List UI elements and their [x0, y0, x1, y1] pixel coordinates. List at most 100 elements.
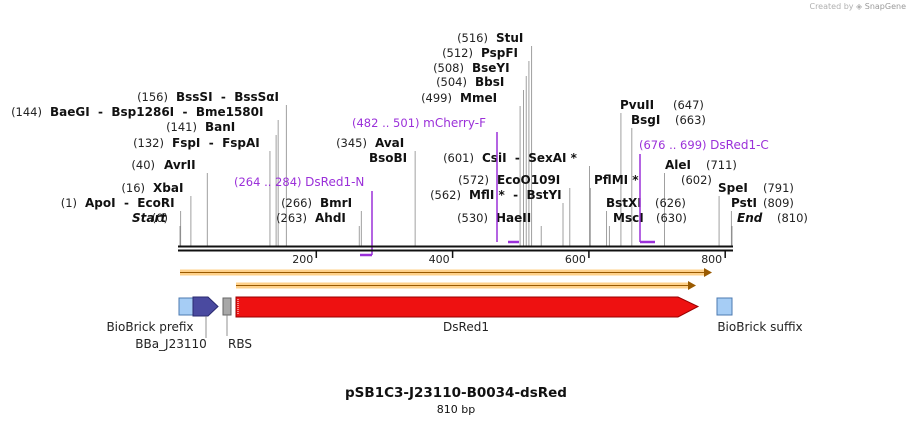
site-start[interactable]: (0)Start — [132, 211, 168, 225]
site-name: EcoO109I — [497, 173, 560, 187]
site-name: PstI — [731, 196, 757, 210]
site-name: BmrI — [320, 196, 352, 210]
site-pflmi[interactable]: (602) PflMI * — [594, 173, 712, 187]
site-name: AhdI — [315, 211, 346, 225]
site-psti[interactable]: (809) PstI — [731, 196, 794, 210]
site-apoi[interactable]: (1)ApoI - EcoRI — [61, 196, 175, 210]
site-name: BsgI — [631, 113, 660, 127]
site-position: (810) — [777, 211, 808, 225]
site-csii[interactable]: (601)CsiI - SexAI * — [443, 151, 578, 165]
primer-name: DsRed1-C — [710, 138, 769, 152]
site-name: PflMI * — [594, 173, 639, 187]
site-position: (809) — [763, 196, 794, 210]
site-bsgi[interactable]: (663) BsgI — [631, 113, 706, 127]
site-mfli[interactable]: (562) MflI * - BstYI — [430, 188, 562, 202]
site-position: (663) — [675, 113, 706, 127]
site-position: (508) — [433, 61, 464, 75]
site-bmri[interactable]: (266) BmrI — [281, 196, 352, 210]
primer-range: (482 .. 501) — [352, 116, 423, 130]
site-position: (572) — [458, 173, 489, 187]
site-name: CsiI - SexAI * — [482, 151, 578, 165]
site-name: BaeGI - Bsp1286I - Bme1580I — [50, 105, 263, 119]
site-position: (512) — [442, 46, 473, 60]
site-position: (499) — [421, 91, 452, 105]
site-name: BssSI - BssSαI — [176, 90, 279, 104]
orf-arrow-inner[interactable] — [236, 281, 696, 290]
credit-brand: SnapGene — [864, 2, 906, 11]
site-position: (263) — [276, 211, 307, 225]
site-haeii[interactable]: (530) HaeII — [457, 211, 531, 225]
dsred1-cds-arrow[interactable] — [235, 296, 700, 318]
site-position: (504) — [436, 75, 467, 89]
site-position: (266) — [281, 196, 312, 210]
site-name: BbsI — [475, 75, 504, 89]
ruler-tick-600: 600 — [565, 251, 590, 266]
site-ecoo109i[interactable]: (572) EcoO109I — [458, 173, 560, 187]
site-name: Start — [132, 211, 167, 225]
site-position: (141) — [166, 120, 197, 134]
snapgene-credit: Created by ◈ SnapGene — [809, 2, 906, 11]
site-bstxi[interactable]: (626) BstXI — [606, 196, 686, 210]
site-position: (791) — [763, 181, 794, 195]
site-msci[interactable]: (630)MscI — [613, 211, 687, 225]
site-position: (530) — [457, 211, 488, 225]
site-fspi[interactable]: (132) FspI - FspAI — [133, 136, 260, 150]
primer-dsred1-n[interactable]: (264 .. 284) DsRed1-N — [234, 175, 373, 257]
site-position: (0) — [152, 211, 168, 225]
primer-dsred1-c[interactable]: (676 .. 699) DsRed1-C — [639, 138, 769, 244]
site-bani[interactable]: (141)BanI — [166, 120, 235, 134]
site-bsssi[interactable]: (156)BssSI - BssSαI — [137, 90, 279, 104]
site-end[interactable]: (810) End — [737, 211, 808, 225]
site-baegi[interactable]: (144)BaeGI - Bsp1286I - Bme1580I — [11, 105, 263, 119]
primer-name: DsRed1-N — [305, 175, 364, 189]
svg-text:800: 800 — [701, 253, 722, 266]
rbs-box[interactable] — [222, 297, 232, 316]
primer-mcherry-f[interactable]: (482 .. 501) mCherry-F — [352, 116, 519, 244]
site-alei[interactable]: (711)AleI — [665, 158, 737, 172]
site-bbsi[interactable]: (504) BbsI — [436, 75, 504, 89]
site-position: (626) — [655, 196, 686, 210]
biobrick-prefix-box[interactable] — [178, 297, 195, 316]
site-avrii[interactable]: (40)AvrII — [131, 158, 195, 172]
biobrick-suffix-box[interactable] — [716, 297, 733, 316]
biobrick-suffix-label: BioBrick suffix — [717, 320, 802, 334]
site-stui[interactable]: (516)StuI — [457, 31, 523, 45]
svg-text:200: 200 — [292, 253, 313, 266]
site-name: SpeI — [718, 181, 748, 195]
site-name: MflI * - BstYI — [469, 188, 562, 202]
site-pvuii[interactable]: (647)PvuII — [620, 98, 704, 112]
site-mmei[interactable]: (499)MmeI — [421, 91, 497, 105]
site-name: HaeII — [496, 211, 531, 225]
site-name: FspI - FspAI — [172, 136, 260, 150]
biobrick-prefix-label: BioBrick prefix — [106, 320, 193, 334]
site-name: ApoI - EcoRI — [85, 196, 175, 210]
primer-range: (264 .. 284) — [234, 175, 305, 189]
primer-label: (264 .. 284) DsRed1-N — [234, 175, 364, 189]
site-name: AleI — [665, 158, 691, 172]
site-name: BstXI — [606, 196, 642, 210]
sequence-backbone — [178, 245, 733, 252]
orf-arrow-outer[interactable] — [180, 268, 712, 277]
site-xbai[interactable]: (16)XbaI — [121, 181, 183, 195]
site-name: XbaI — [153, 181, 183, 195]
site-bseyi[interactable]: (508)BseYI — [433, 61, 510, 75]
credit-prefix: Created by — [809, 2, 854, 11]
snapgene-logo-icon: ◈ — [856, 2, 863, 11]
svg-text:600: 600 — [565, 253, 586, 266]
site-position: (602) — [681, 173, 712, 187]
site-position: (562) — [430, 188, 461, 202]
site-spei[interactable]: (791) SpeI — [718, 181, 794, 195]
dsred1-label: DsRed1 — [443, 320, 489, 334]
site-pspfi[interactable]: (512)PspFI — [442, 46, 518, 60]
site-position: (647) — [673, 98, 704, 112]
site-position: (132) — [133, 136, 164, 150]
site-ahdi[interactable]: (263) AhdI — [276, 211, 346, 225]
plasmid-title: pSB1C3-J23110-B0034-dsRed — [345, 385, 567, 401]
primer-label: (482 .. 501) mCherry-F — [352, 116, 486, 130]
rbs-label: RBS — [228, 337, 252, 351]
site-name: End — [737, 211, 763, 225]
promoter-arrow[interactable] — [192, 296, 219, 317]
site-name-2: BsoBI — [369, 151, 407, 165]
